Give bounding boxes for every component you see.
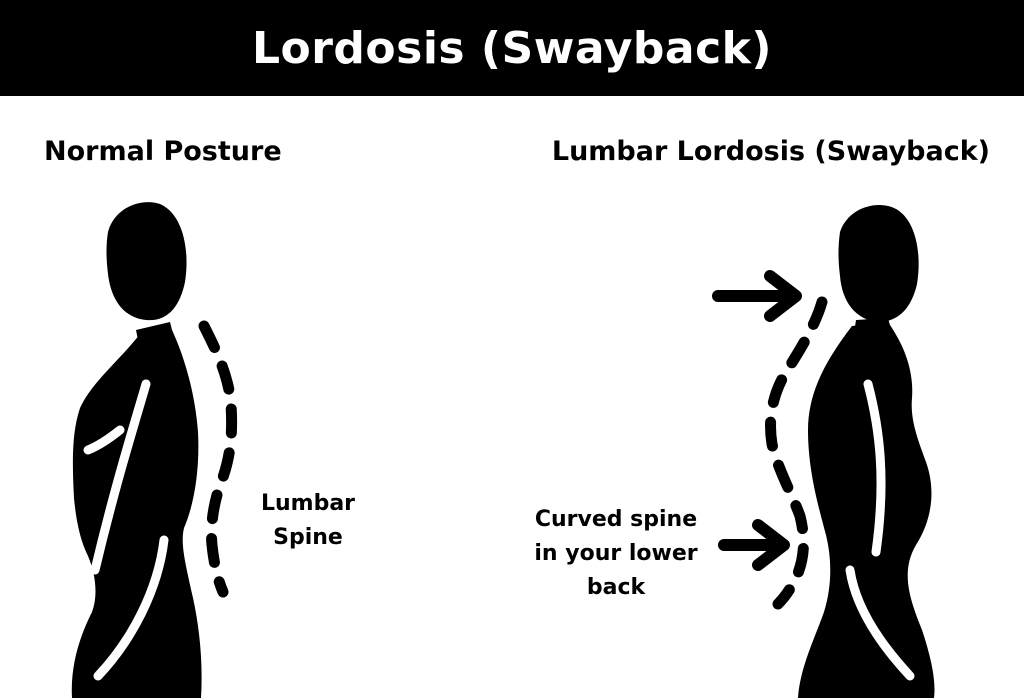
lordosis-leg-line [845, 565, 915, 681]
lordosis-silhouette [798, 205, 935, 698]
lordosis-torso [798, 322, 935, 698]
lordosis-head [838, 205, 919, 322]
normal-arm-line [90, 379, 151, 575]
normal-hand-line [83, 425, 125, 455]
lordosis-spine-dashed-line [765, 296, 828, 610]
normal-posture-silhouette [71, 202, 202, 698]
normal-torso [71, 330, 202, 698]
page-title: Lordosis (Swayback) [251, 22, 773, 74]
normal-leg-line [93, 535, 169, 681]
curved-spine-label: Curved spine in your lower back [534, 507, 698, 600]
lordosis-arm-line [863, 379, 886, 557]
normal-spine-dashed-line [198, 320, 238, 598]
upper-arrow-icon [712, 270, 802, 322]
lower-arrow-icon [718, 519, 790, 571]
lordosis-heading: Lumbar Lordosis (Swayback) [551, 136, 990, 167]
normal-head [106, 202, 187, 321]
normal-posture-heading: Normal Posture [44, 136, 282, 167]
title-bar: Lordosis (Swayback) [0, 0, 1024, 96]
lumbar-spine-label: Lumbar Spine [260, 491, 356, 550]
